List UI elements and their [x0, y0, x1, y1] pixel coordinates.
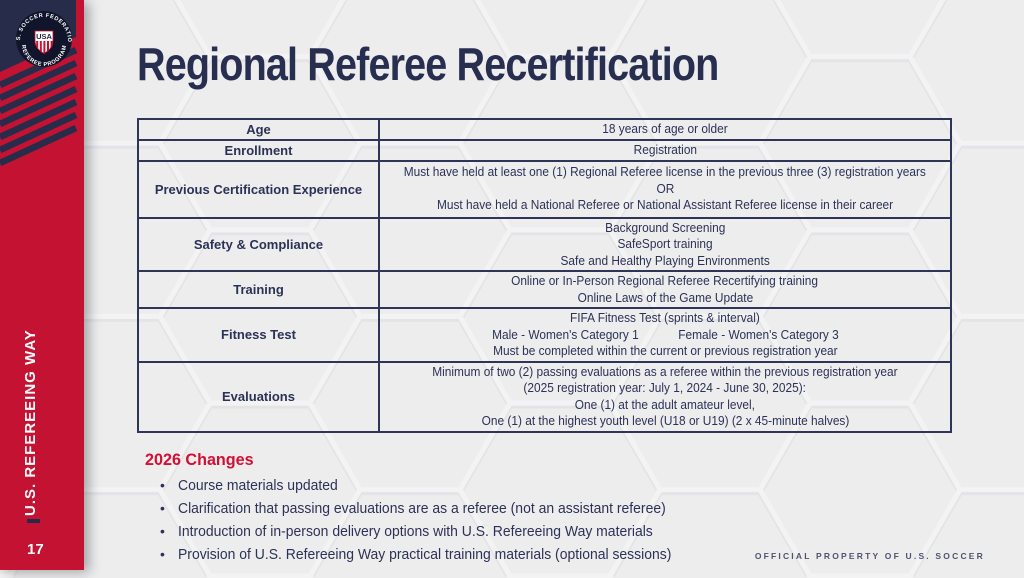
- sidebar-stripes: [0, 0, 84, 570]
- table-row-value: FIFA Fitness Test (sprints & interval) Ma…: [380, 309, 950, 361]
- cell-line: FIFA Fitness Test (sprints & interval): [570, 311, 760, 325]
- table-row: Age 18 years of age or older: [139, 120, 950, 139]
- bullet-icon: •: [160, 477, 165, 493]
- cell-line: Registration: [633, 143, 697, 157]
- cell-line: SafeSport training: [617, 237, 713, 251]
- table-row-label: Evaluations: [139, 362, 380, 431]
- cell-line: Background Screening: [604, 220, 726, 235]
- table-row-value: Must have held at least one (1) Regional…: [380, 162, 950, 217]
- sidebar-vertical-label: U.S. REFEREEING WAY: [22, 329, 39, 516]
- changes-section: 2026 Changes • Course materials updated • C…: [145, 450, 825, 566]
- cell-line: 18 years of age or older: [602, 122, 728, 137]
- table-row-value: 18 years of age or older: [380, 120, 950, 139]
- bullet-icon: •: [160, 523, 165, 539]
- cell-line: Minimum of two (2) passing evaluations a…: [432, 364, 898, 379]
- cell-line: Male - Women's Category 1 Female - Women…: [491, 327, 839, 342]
- federation-logo: U.S. SOCCER FEDERATION REFEREE PROGRAM U…: [13, 8, 72, 68]
- table-row-label: Training: [139, 272, 380, 307]
- table-row: Enrollment Registration: [139, 139, 950, 160]
- table-row-label: Age: [139, 120, 380, 139]
- table-row-label: Fitness Test: [139, 309, 380, 361]
- table-row-value: Online or In-Person Regional Referee Rec…: [380, 272, 950, 307]
- change-item-text: Course materials updated: [177, 477, 338, 494]
- cell-line: Must be completed within the current or …: [492, 344, 838, 358]
- cell-line: Online Laws of the Game Update: [577, 290, 753, 305]
- bullet-icon: •: [160, 546, 165, 562]
- footer-property-label: OFFICIAL PROPERTY OF U.S. SOCCER: [754, 551, 985, 561]
- crest-usa-text: USA: [36, 32, 52, 41]
- changes-list: • Course materials updated • Clarification …: [145, 474, 825, 566]
- changes-heading: 2026 Changes: [145, 450, 254, 469]
- change-item-text: Clarification that passing evaluations a…: [177, 500, 666, 517]
- sidebar: U.S. SOCCER FEDERATION REFEREE PROGRAM U…: [0, 0, 84, 570]
- cell-line: Must have held at least one (1) Regional…: [403, 165, 927, 180]
- page-title: Regional Referee Recertification: [137, 38, 719, 90]
- change-item: • Course materials updated: [145, 474, 825, 497]
- bullet-icon: •: [160, 500, 165, 516]
- cell-line: Safe and Healthy Playing Environments: [560, 253, 770, 268]
- change-item: • Provision of U.S. Refereeing Way practi…: [145, 543, 825, 566]
- table-row-label: Previous Certification Experience: [139, 161, 380, 217]
- table-row-value: Registration: [380, 141, 950, 160]
- change-item: • Introduction of in-person delivery opti…: [145, 520, 825, 543]
- table-row-value: Minimum of two (2) passing evaluations a…: [380, 363, 950, 431]
- cell-line: One (1) at the highest youth level (U18 …: [481, 414, 849, 428]
- cell-line: Must have held a National Referee or Nat…: [436, 198, 894, 213]
- cell-line: Online or In-Person Regional Referee Rec…: [511, 274, 819, 288]
- change-item-text: Provision of U.S. Refereeing Way practic…: [177, 546, 672, 563]
- table-row: Training Online or In-Person Regional Ref…: [139, 270, 950, 307]
- table-row-label: Safety & Compliance: [139, 218, 380, 270]
- change-item-text: Introduction of in-person delivery optio…: [177, 523, 653, 540]
- table-row: Evaluations Minimum of two (2) passing ev…: [139, 360, 950, 431]
- change-item: • Clarification that passing evaluations …: [145, 497, 825, 520]
- table-row-label: Enrollment: [139, 141, 380, 160]
- cell-line: (2025 registration year: July 1, 2024 - …: [523, 381, 807, 395]
- sidebar-dash: [27, 519, 40, 523]
- page-number: 17: [27, 541, 44, 558]
- cell-line: One (1) at the adult amateur level,: [574, 397, 756, 412]
- cell-line: OR: [656, 181, 674, 196]
